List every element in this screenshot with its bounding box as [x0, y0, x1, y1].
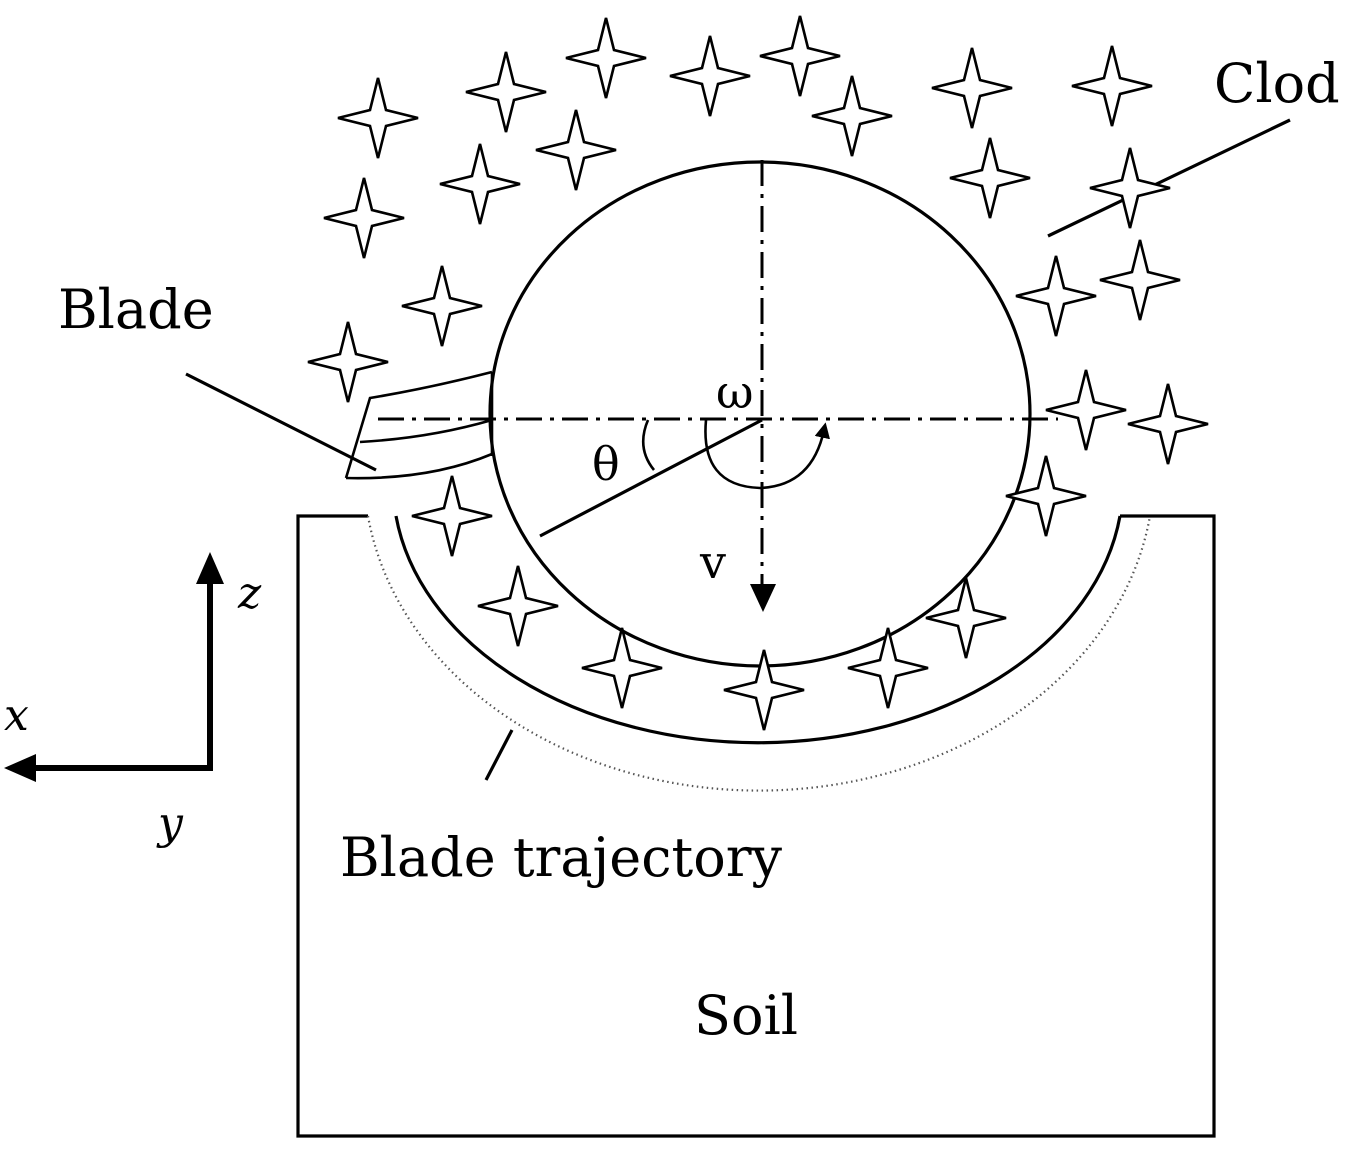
theta-label: θ — [592, 437, 620, 491]
clod-star-icon — [759, 15, 841, 97]
clod-star-icon — [1127, 383, 1209, 465]
clod-label: Clod — [1214, 52, 1340, 115]
clod-star-icon — [337, 77, 419, 159]
blade-shape — [344, 370, 494, 480]
x-axis-arrow-icon — [4, 754, 36, 782]
z-axis-label: z — [237, 568, 262, 619]
clod-star-icon — [1089, 147, 1171, 229]
clod-star-icon — [811, 75, 893, 157]
velocity-arrow-head — [750, 584, 776, 612]
clod-star-icon — [465, 51, 547, 133]
z-axis-arrow-icon — [196, 552, 224, 584]
velocity-label: v — [699, 535, 726, 589]
furrow-arc — [394, 515, 1122, 745]
clod-star-icon — [401, 265, 483, 347]
clod-star-icon — [565, 17, 647, 99]
trajectory-leader-line — [484, 729, 514, 781]
clod-star-icon — [535, 109, 617, 191]
clod-star-icon — [581, 627, 663, 709]
clod-star-icon — [723, 649, 805, 731]
clod-star-icon — [411, 475, 493, 557]
clod-star-icon — [931, 47, 1013, 129]
clod-star-icon — [1005, 455, 1087, 537]
clod-group — [307, 15, 1209, 731]
clod-star-icon — [1015, 255, 1097, 337]
theta-arc — [641, 419, 656, 471]
clod-star-icon — [669, 35, 751, 117]
omega-rotation-arc — [704, 419, 830, 490]
clod-star-icon — [439, 143, 521, 225]
clod-star-icon — [307, 321, 389, 403]
radius-line — [539, 418, 763, 538]
clod-star-icon — [1099, 239, 1181, 321]
clod-star-icon — [1045, 369, 1127, 451]
clod-star-icon — [847, 627, 929, 709]
blade-trajectory-label: Blade trajectory — [340, 826, 783, 889]
x-axis-label: x — [4, 690, 29, 741]
omega-label: ω — [716, 365, 754, 419]
clod-leader-line — [1047, 118, 1291, 238]
clod-star-icon — [949, 137, 1031, 219]
blade-label: Blade — [58, 278, 214, 341]
blade-trajectory-arc — [366, 515, 1152, 792]
soil-label: Soil — [694, 984, 798, 1047]
clod-star-icon — [1071, 45, 1153, 127]
soil-block — [296, 514, 1216, 1138]
clod-star-icon — [323, 177, 405, 259]
clod-star-icon — [477, 565, 559, 647]
y-axis-label: y — [156, 798, 184, 849]
blade-leader-line — [185, 372, 377, 472]
clod-star-icon — [925, 577, 1007, 659]
